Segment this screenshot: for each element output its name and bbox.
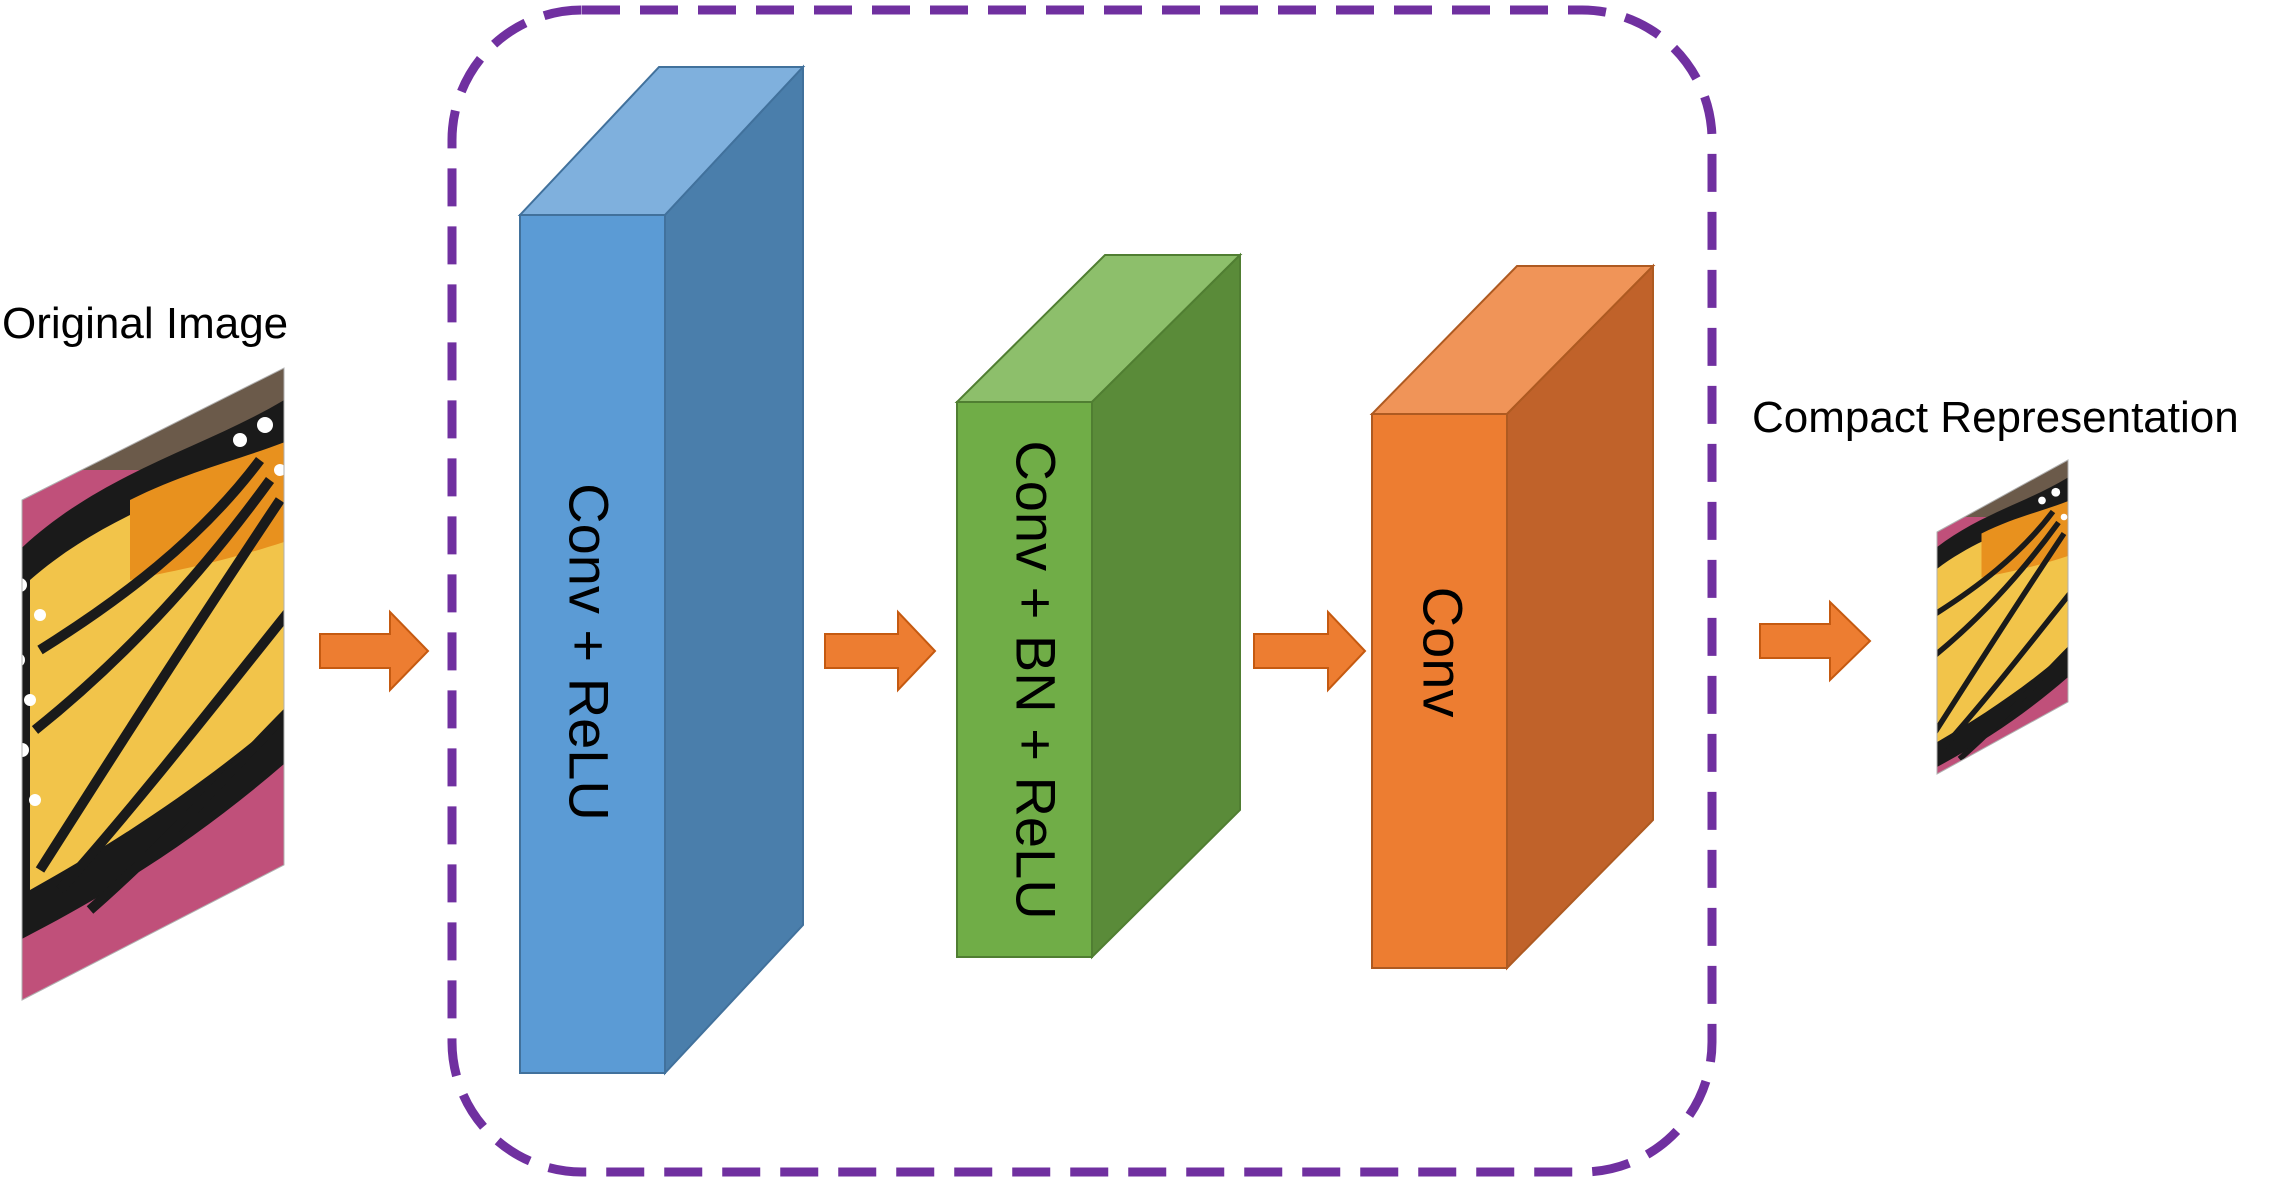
- block-label: Conv: [1412, 587, 1475, 718]
- arrow-to-output: [1759, 599, 1872, 683]
- block-front-face: [1371, 413, 1508, 969]
- output-label: Compact Representation: [1752, 393, 2239, 442]
- block-front-face: [519, 214, 666, 1074]
- conv-block: Conv: [1369, 263, 1656, 971]
- block-label: Conv + BN + ReLU: [1005, 440, 1068, 919]
- block-label: Conv + ReLU: [558, 483, 621, 821]
- block-side-face: [664, 64, 804, 1076]
- conv-bn-relu-block: Conv + BN + ReLU: [954, 252, 1243, 960]
- conv-relu-block: Conv + ReLU: [517, 64, 806, 1076]
- arrow-block1-to-block2: [824, 609, 937, 693]
- model-frame: [447, 5, 1717, 1177]
- block-front-face: [956, 401, 1093, 958]
- arrow-input-to-block1: [319, 609, 430, 693]
- arrow-block2-to-block3: [1253, 609, 1367, 693]
- original-image: [21, 367, 285, 1001]
- compact-representation-image: [1936, 459, 2069, 775]
- input-label: Original Image: [2, 299, 288, 348]
